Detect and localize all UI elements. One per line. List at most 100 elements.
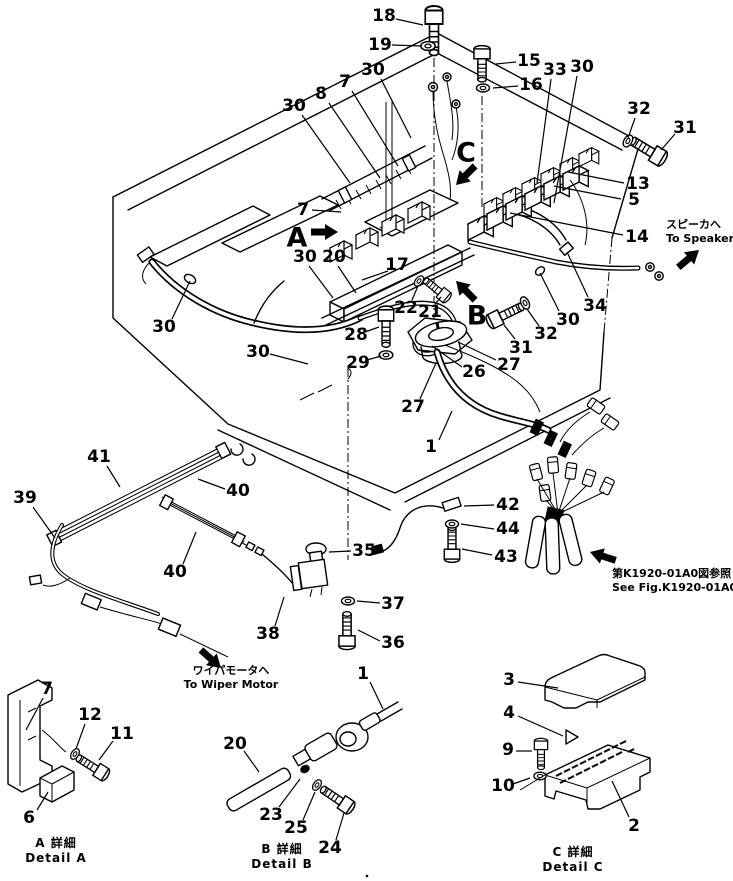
callout-10-56: 10	[491, 776, 515, 796]
leader-line-7-3	[351, 90, 399, 167]
to-speaker-arrow-icon	[673, 243, 705, 274]
callout-5-13: 5	[628, 190, 640, 210]
see-figure-label-line2: See Fig.K1920-01A0	[612, 581, 733, 594]
callout-38-43: 38	[256, 624, 280, 644]
leader-line-30-20	[308, 265, 334, 299]
washer-16	[475, 83, 491, 93]
callout-18-0: 18	[372, 6, 396, 26]
callout-42-33: 42	[496, 495, 520, 515]
section-letter-C: C	[456, 138, 476, 169]
leader-line-27-29	[419, 362, 437, 400]
jumper-wires	[427, 72, 461, 201]
detail-c-view	[519, 653, 651, 810]
grommet-assembly	[407, 317, 473, 365]
callout-12-50: 12	[78, 705, 102, 725]
detail-b-caption-line2: Detail B	[251, 857, 312, 871]
leader-line-10-56	[512, 777, 531, 785]
callout-34-15: 34	[583, 296, 607, 316]
bolt-28	[377, 305, 395, 349]
leader-line-32-31	[526, 308, 540, 327]
callout-20-45: 20	[223, 734, 247, 754]
washer-tube-40	[158, 494, 294, 585]
bolt-21	[420, 274, 454, 305]
speaker-branch	[467, 239, 664, 281]
leader-line-1-44	[369, 681, 384, 710]
callout-7-49: 7	[41, 679, 53, 699]
leader-line-30-2	[380, 78, 412, 139]
callout-20-21: 20	[322, 247, 346, 267]
callout-31-11: 31	[673, 118, 697, 138]
leader-line-11-51	[98, 740, 114, 761]
washer-valve-35	[289, 542, 329, 598]
callout-7-19: 7	[297, 200, 309, 220]
leader-line-20-21	[337, 265, 357, 294]
callout-43-35: 43	[494, 547, 518, 567]
callout-36-42: 36	[381, 633, 405, 653]
detail-a-caption-line2: Detail A	[25, 851, 87, 865]
callout-6-52: 6	[23, 808, 35, 828]
to-speaker-label-line2: To Speaker	[666, 232, 733, 245]
see-figure-label-line1: 第K1920-01A0図参照	[612, 566, 731, 580]
leader-line-34-15	[566, 251, 589, 298]
washer-44	[444, 519, 460, 529]
callout-30-9: 30	[570, 57, 594, 77]
leader-line-30-16	[539, 272, 560, 312]
screw-9	[533, 737, 549, 771]
callout-23-46: 23	[259, 805, 283, 825]
callout-25-47: 25	[284, 818, 308, 838]
callout-35-40: 35	[352, 541, 376, 561]
callout-7-3: 7	[339, 72, 351, 92]
wire-42-assembly	[371, 496, 462, 556]
callout-27-28: 27	[497, 355, 521, 375]
leader-line-24-48	[335, 812, 345, 841]
centerlines	[347, 58, 483, 560]
leader-line-40-39	[182, 531, 197, 565]
callout-17-22: 17	[385, 255, 409, 275]
leader-line-40-38	[197, 478, 226, 490]
detail-b-view	[226, 701, 403, 817]
section-arrow-icon-A	[311, 224, 338, 240]
leader-line-44-34	[460, 523, 495, 530]
to-wiper-motor-label-line1: ワイパモータへ	[193, 664, 270, 677]
leader-line-4-54	[517, 715, 564, 737]
to-speaker-label-line1: スピーカへ	[666, 218, 721, 231]
fuse-box	[321, 244, 475, 326]
callout-26-27: 26	[462, 362, 486, 382]
section-markers: ABC	[287, 138, 488, 332]
callout-14-14: 14	[625, 227, 649, 247]
leader-line-7-49	[25, 697, 44, 731]
leader-line-41-37	[106, 465, 121, 488]
callout-41-37: 41	[87, 447, 111, 467]
leader-line-17-22	[361, 270, 389, 281]
to-wiper-motor-label-line2: To Wiper Motor	[184, 678, 279, 691]
leader-line-33-8	[536, 78, 552, 184]
leader-line-29-26	[366, 355, 382, 361]
leader-line-26-27	[431, 345, 463, 368]
detail-c-caption-line1: C 詳細	[553, 844, 594, 859]
callout-21-24: 21	[418, 302, 442, 322]
callout-30-17: 30	[152, 317, 176, 337]
section-letter-A: A	[287, 223, 308, 254]
relay-bank-right	[467, 147, 600, 246]
callout-2-57: 2	[628, 816, 640, 836]
leader-line-25-47	[302, 791, 316, 821]
leader-line-30-17	[171, 280, 191, 320]
washer-37	[340, 596, 356, 606]
callout-30-5: 30	[282, 96, 306, 116]
main-harness-branch	[433, 344, 621, 575]
leader-line-28-25	[364, 326, 380, 333]
see-figure-arrow-icon	[587, 544, 619, 568]
leader-line-18-0	[395, 18, 424, 26]
callout-39-36: 39	[13, 488, 37, 508]
detail-a-caption-line1: A 詳細	[35, 835, 76, 850]
leader-line-27-28	[457, 341, 497, 361]
corrugated-tube	[321, 145, 433, 212]
leader-line-6-52	[36, 791, 49, 811]
relay-box-6	[39, 765, 75, 803]
callout-13-12: 13	[626, 174, 650, 194]
bolt-15	[473, 44, 491, 83]
bolt-24	[316, 781, 358, 817]
leader-line-32-10	[627, 117, 636, 139]
